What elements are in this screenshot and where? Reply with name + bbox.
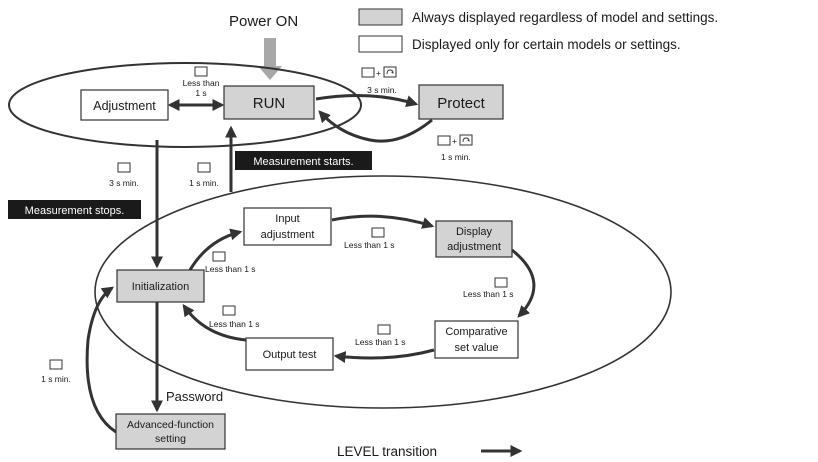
- plus-sign: +: [452, 136, 457, 146]
- display-adjustment-label-line1: Display: [456, 226, 493, 238]
- legend-swatch-always: [358, 8, 403, 26]
- run-box: [223, 85, 315, 120]
- initialization-label: Initialization: [132, 281, 189, 293]
- password-label: Password: [166, 389, 223, 404]
- arrow-output-test-to-initialization: [182, 304, 247, 342]
- arrow-comparative-to-output-test: [333, 348, 435, 364]
- mode-key-icon: [49, 359, 63, 370]
- condition-label: 1 s min.: [441, 152, 471, 162]
- input-adjustment-box: [243, 207, 332, 246]
- condition-label: 3 s min.: [109, 178, 139, 188]
- arrow-run-to-protect: [315, 93, 419, 107]
- display-adjustment-label-line2: adjustment: [447, 241, 501, 253]
- mode-key-icon: [377, 324, 391, 335]
- advanced-function-label-line2: setting: [155, 433, 186, 445]
- measurement-stops-label: Measurement stops.: [25, 205, 125, 217]
- mode-key-icon: [371, 227, 385, 238]
- mode-key-icon: [197, 162, 211, 173]
- adjustment-label: Adjustment: [93, 99, 156, 113]
- adjustment-box: [80, 89, 169, 121]
- cycle-key-icon: [459, 134, 473, 146]
- legend-certain-label: Displayed only for certain models or set…: [412, 37, 681, 52]
- advanced-function-box: [115, 413, 226, 450]
- measurement-starts-banner: [235, 151, 372, 170]
- mode-key-icon: [222, 305, 236, 316]
- condition-label: 1 s min.: [189, 178, 219, 188]
- cycle-key-icon: [386, 69, 394, 75]
- power-on-arrow: [258, 38, 282, 80]
- measurement-starts-label: Measurement starts.: [253, 156, 353, 168]
- output-test-label: Output test: [263, 349, 317, 361]
- mode-key-icon: [494, 277, 508, 288]
- condition-label: 3 s min.: [367, 85, 397, 95]
- arrow-advanced-to-initialization: [85, 286, 117, 434]
- protect-box: [418, 84, 504, 120]
- measurement-stops-banner: [8, 200, 141, 219]
- comparative-set-value-box: [434, 320, 519, 359]
- condition-label: Less than 1 s: [209, 319, 260, 329]
- arrow-display-to-comparative: [511, 248, 536, 318]
- condition-label: Less than 1 s: [344, 240, 395, 250]
- condition-label: Less than 1 s: [463, 289, 514, 299]
- condition-label: Less than 1 s: [355, 337, 406, 347]
- arrow-protect-to-run: [318, 110, 433, 143]
- arrow-initialization-to-input-adjustment: [188, 228, 243, 271]
- legend-swatch-certain: [358, 35, 403, 53]
- initialization-group-ellipse: [94, 175, 672, 409]
- condition-label: 1 s min.: [41, 374, 71, 384]
- mode-key-icon: [117, 162, 131, 173]
- comparative-label-line1: Comparative: [445, 326, 507, 338]
- mode-key-icon: [437, 135, 451, 146]
- cycle-key-icon: [462, 137, 470, 143]
- mode-key-icon: [194, 66, 208, 77]
- plus-sign: +: [376, 68, 381, 78]
- protect-label: Protect: [437, 95, 485, 112]
- power-on-label: Power ON: [229, 13, 298, 30]
- display-adjustment-box: [435, 220, 513, 258]
- initialization-box: [116, 269, 205, 303]
- comparative-label-line2: set value: [454, 342, 498, 354]
- input-adjustment-label-line1: Input: [275, 213, 299, 225]
- cycle-key-icon: [383, 66, 397, 78]
- arrow-input-to-display-adjustment: [331, 214, 435, 229]
- output-test-box: [245, 337, 334, 371]
- run-level-group-ellipse: [8, 62, 362, 148]
- run-label: RUN: [253, 95, 286, 112]
- mode-key-icon: [212, 251, 226, 262]
- input-adjustment-label-line2: adjustment: [261, 229, 315, 241]
- advanced-function-label-line1: Advanced-function: [127, 419, 214, 431]
- condition-label: Less than 1 s: [205, 264, 256, 274]
- level-transition-label: LEVEL transition: [337, 444, 437, 459]
- legend-always-label: Always displayed regardless of model and…: [412, 10, 718, 25]
- condition-label: 1 s: [195, 88, 206, 98]
- condition-label: Less than: [183, 78, 220, 88]
- mode-key-icon: [361, 67, 375, 78]
